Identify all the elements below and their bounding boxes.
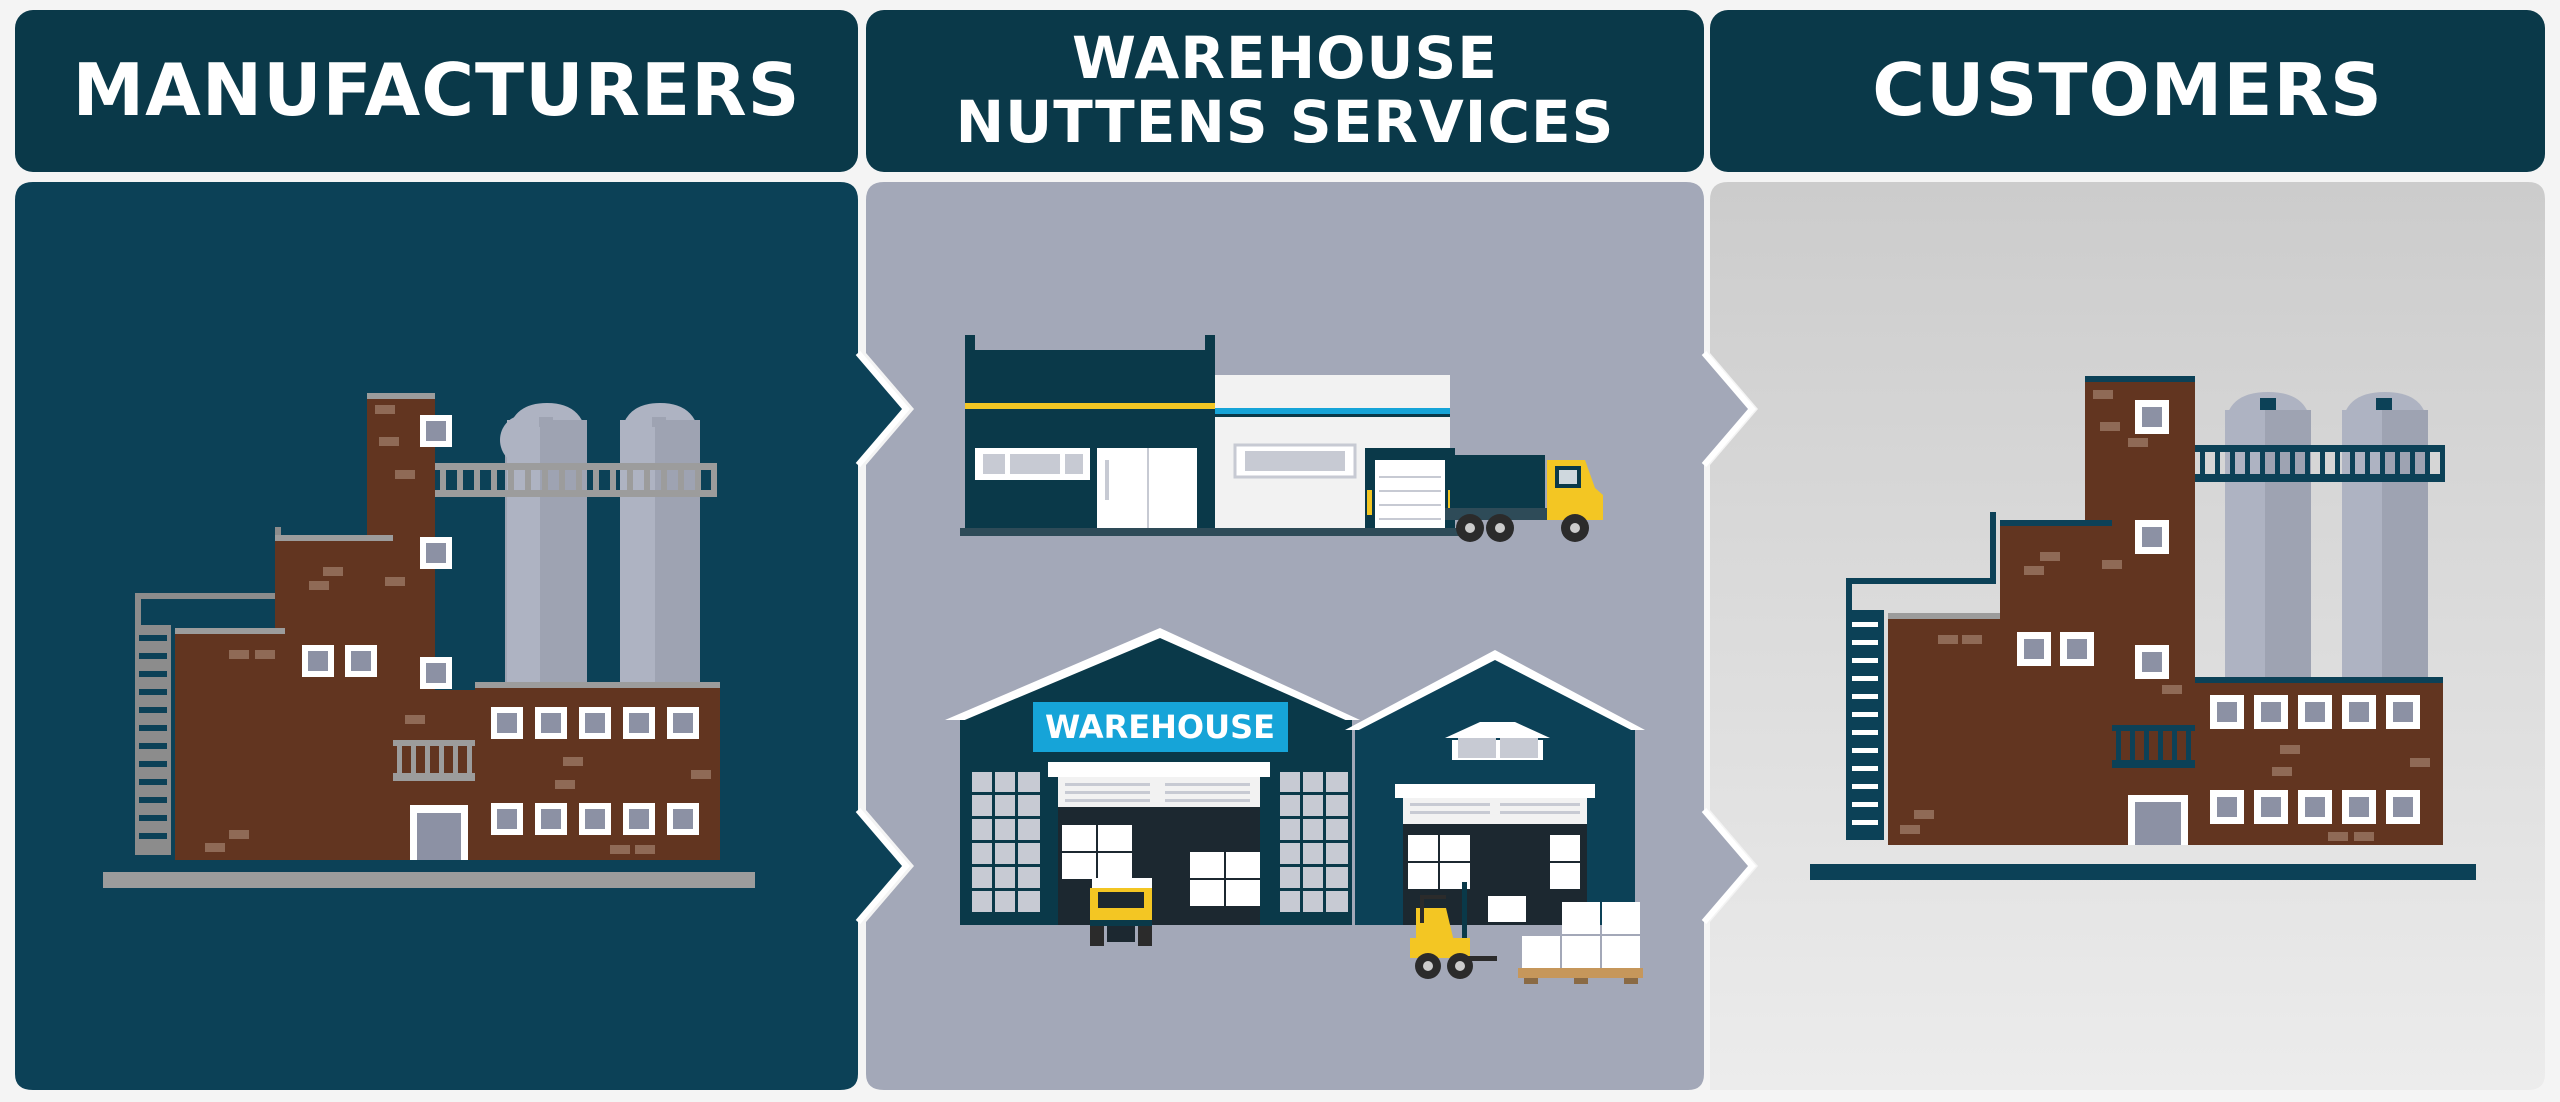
pallet-icon bbox=[1488, 896, 1643, 984]
warehouse-building-icon bbox=[960, 335, 1603, 542]
header-warehouse-line2: NUTTENS SERVICES bbox=[955, 88, 1615, 156]
header-customers: CUSTOMERS bbox=[1710, 10, 2545, 172]
factory-icon bbox=[103, 393, 755, 888]
warehouse-lower-illustration: WAREHOUSE bbox=[945, 628, 1645, 984]
forklift-icon bbox=[1410, 882, 1497, 979]
customer-factory-icon bbox=[1810, 376, 2476, 880]
header-warehouse: WAREHOUSE NUTTENS SERVICES bbox=[866, 10, 1704, 172]
header-warehouse-line1: WAREHOUSE bbox=[1072, 24, 1498, 93]
truck-icon bbox=[1445, 455, 1603, 542]
header-manufacturers: MANUFACTURERS bbox=[15, 10, 858, 172]
warehouse-sign-label: WAREHOUSE bbox=[1045, 708, 1275, 746]
forklift-icon bbox=[1090, 878, 1152, 946]
header-manufacturers-label: MANUFACTURERS bbox=[72, 48, 801, 133]
header-customers-label: CUSTOMERS bbox=[1872, 48, 2383, 133]
warehouse-sign bbox=[1033, 702, 1288, 752]
